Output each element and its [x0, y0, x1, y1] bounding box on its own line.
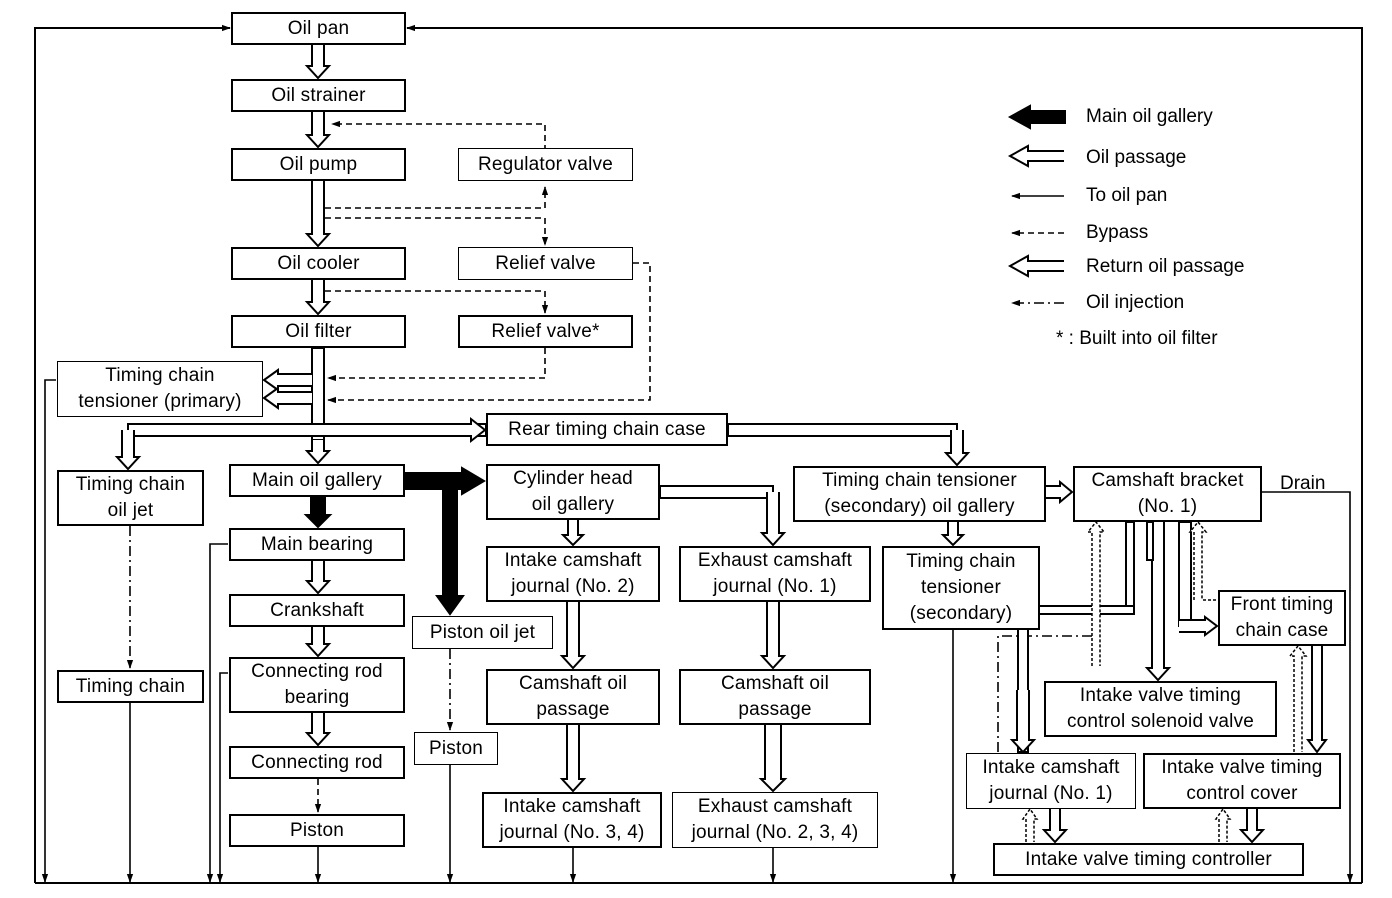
intake-valve-timing-solenoid-box: Intake valve timing control solenoid val… [1044, 681, 1277, 737]
intake-valve-timing-controller-box: Intake valve timing controller [993, 843, 1304, 876]
legend-to-oil-pan: To oil pan [1086, 185, 1168, 206]
relief-valve-box: Relief valve [458, 247, 633, 280]
camshaft-oil-passage-1-box: Camshaft oil passage [486, 669, 660, 725]
passage-arrow [304, 280, 332, 316]
regulator-valve-box: Regulator valve [458, 148, 633, 181]
main-oil-gallery-box: Main oil gallery [229, 464, 405, 497]
passage-arrow [1214, 807, 1232, 842]
piston-box: Piston [229, 814, 405, 847]
passage-arrow [304, 627, 332, 658]
passage-arrow [759, 492, 787, 547]
passage-arrow [759, 602, 787, 670]
tensioner-secondary-oil-gallery-box: Timing chain tensioner (secondary) oil g… [793, 466, 1046, 522]
passage-arrow [1041, 809, 1069, 844]
passage-pipe [1125, 521, 1135, 611]
intake-camshaft-journal-2-box: Intake camshaft journal (No. 2) [486, 546, 660, 602]
passage-arrow [940, 522, 966, 547]
passage-arrow [943, 430, 971, 467]
passage-arrow [559, 602, 587, 670]
timing-chain-box: Timing chain [57, 670, 204, 703]
passage-arrow [304, 112, 332, 149]
passage-arrow [304, 45, 332, 80]
passage-arrow [114, 430, 142, 471]
oil-pan-box: Oil pan [231, 12, 406, 45]
passage-arrow [304, 561, 332, 595]
front-timing-chain-case-box: Front timing chain case [1218, 590, 1346, 646]
passage-arrow [1007, 144, 1064, 168]
passage-arrow [1306, 646, 1328, 754]
passage-arrow [262, 368, 312, 392]
oil-pan-return-right [406, 24, 1363, 883]
timing-chain-tensioner-secondary-box: Timing chain tensioner (secondary) [882, 546, 1040, 630]
oil-pump-box: Oil pump [231, 148, 406, 181]
bypass-to-regulator [325, 186, 549, 209]
passage-pipe [659, 485, 774, 499]
oil-pan-return-left [34, 24, 231, 883]
passage-arrow [324, 416, 487, 444]
oil-filter-box: Oil filter [231, 315, 406, 348]
rear-timing-chain-case-box: Rear timing chain case [486, 413, 728, 446]
bypass-to-relief [325, 217, 549, 246]
passage-arrow [1046, 479, 1074, 505]
camshaft-oil-passage-2-box: Camshaft oil passage [679, 669, 871, 725]
legend-oil-injection: Oil injection [1086, 292, 1185, 313]
passage-arrow [758, 725, 788, 793]
passage-pipe [1146, 521, 1154, 561]
piston-oil-jet-box: Piston oil jet [412, 616, 553, 649]
passage-arrow [405, 466, 486, 496]
legend-oil-passage: Oil passage [1086, 147, 1187, 168]
passage-arrow [1238, 809, 1266, 844]
passage-arrow [262, 386, 312, 410]
passage-arrow [304, 181, 332, 248]
legend-return-oil-passage: Return oil passage [1086, 256, 1245, 277]
return-loop [997, 635, 1096, 752]
passage-arrow [1188, 520, 1208, 600]
exhaust-camshaft-journal-1-box: Exhaust camshaft journal (No. 1) [679, 546, 871, 602]
conrod-bearing-to-pan [216, 672, 228, 883]
drain-line [1262, 491, 1354, 883]
oil-strainer-box: Oil strainer [231, 79, 406, 112]
relief-valve-filter-box: Relief valve* [458, 315, 633, 348]
piston-jet-target-box: Piston [414, 732, 498, 765]
cylinder-head-oil-gallery-box: Cylinder head oil gallery [486, 464, 660, 520]
exhaust-camshaft-journal-234-box: Exhaust camshaft journal (No. 2, 3, 4) [672, 792, 878, 848]
passage-arrow [304, 440, 332, 465]
legend-bypass: Bypass [1086, 222, 1149, 243]
passage-arrow [1288, 644, 1308, 752]
passage-pipe [1178, 521, 1192, 627]
timing-chain-oil-jet-box: Timing chain oil jet [57, 470, 204, 526]
passage-arrow [560, 520, 586, 547]
passage-arrow [1007, 254, 1064, 278]
oil-cooler-box: Oil cooler [231, 247, 406, 280]
bypass-filter-relief [325, 290, 549, 314]
passage-arrow [1086, 520, 1106, 666]
passage-arrow [303, 497, 333, 529]
timing-chain-tensioner-primary-box: Timing chain tensioner (primary) [57, 361, 263, 417]
passage-arrow [304, 713, 332, 747]
legend-note: * : Built into oil filter [1056, 328, 1218, 349]
camshaft-bracket-box: Camshaft bracket (No. 1) [1073, 466, 1262, 522]
connecting-rod-box: Connecting rod [229, 746, 405, 779]
intake-camshaft-journal-1-box: Intake camshaft journal (No. 1) [966, 753, 1136, 809]
connecting-rod-bearing-box: Connecting rod bearing [229, 657, 405, 713]
passage-arrow [1144, 522, 1172, 682]
passage-arrow [1007, 104, 1066, 130]
passage-arrow [435, 489, 465, 616]
passage-arrow [559, 725, 587, 793]
passage-pipe [727, 423, 958, 437]
bypass-relief-return [327, 348, 546, 382]
intake-valve-timing-cover-box: Intake valve timing control cover [1143, 753, 1341, 809]
passage-arrow [1179, 615, 1219, 637]
main-bearing-to-pan [206, 543, 228, 883]
bypass-relief-return-2 [327, 262, 651, 404]
drain-label: Drain [1280, 473, 1326, 494]
legend-main-oil-gallery: Main oil gallery [1086, 106, 1213, 127]
passage-arrow [1009, 690, 1037, 754]
main-bearing-box: Main bearing [229, 528, 405, 561]
tensioner-primary-to-pan [41, 379, 56, 883]
passage-arrow [1021, 807, 1039, 842]
intake-camshaft-journal-34-box: Intake camshaft journal (No. 3, 4) [482, 792, 662, 848]
crankshaft-box: Crankshaft [229, 594, 405, 627]
